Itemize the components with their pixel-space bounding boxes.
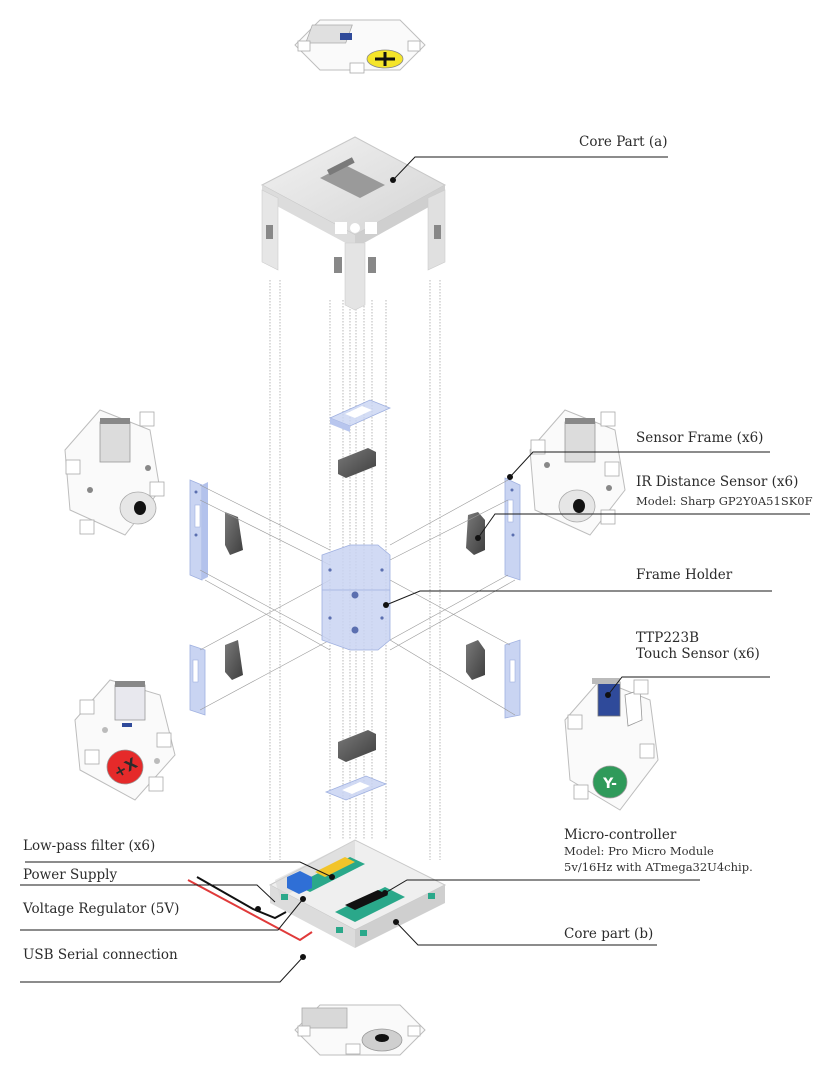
core-part-b bbox=[268, 839, 447, 948]
core-part-a bbox=[260, 136, 447, 311]
orientation-view-right-upper bbox=[529, 409, 626, 536]
callout-voltage-regulator: Voltage Regulator (5V) bbox=[23, 901, 180, 917]
callout-usb-serial: USB Serial connection bbox=[23, 947, 178, 963]
leader-lines bbox=[20, 156, 810, 983]
callout-core-part-a: Core Part (a) bbox=[579, 134, 668, 150]
sensor-frame-left-upper bbox=[189, 479, 208, 581]
leader-dots bbox=[255, 177, 611, 960]
callout-core-part-b: Core part (b) bbox=[564, 926, 654, 942]
usb-wire-red bbox=[187, 879, 313, 942]
voltage-regulator-component bbox=[287, 871, 312, 894]
sensor-frame-right-upper bbox=[504, 477, 521, 581]
ir-sensor-bottom bbox=[338, 730, 376, 762]
callout-frame-holder: Frame Holder bbox=[636, 567, 733, 583]
frame-holder bbox=[321, 544, 391, 651]
connector-ports bbox=[281, 893, 435, 936]
ir-sensor-left-lower bbox=[225, 640, 243, 680]
low-pass-filter-component bbox=[315, 857, 355, 877]
diagonal-projection-lines bbox=[199, 479, 516, 716]
callout-power-supply: Power Supply bbox=[23, 867, 118, 883]
micro-controller-component bbox=[345, 890, 388, 910]
callout-low-pass-filter: Low-pass filter (x6) bbox=[23, 838, 156, 854]
orientation-view-top bbox=[294, 19, 426, 74]
ir-sensor-top bbox=[338, 448, 376, 478]
ir-sensor-left-upper bbox=[225, 512, 243, 555]
orientation-view-left-lower: +X bbox=[74, 679, 176, 801]
ir-sensor-right-upper bbox=[466, 512, 485, 555]
ir-sensor-right-lower bbox=[466, 640, 485, 680]
sensor-frame-bottom bbox=[324, 775, 388, 801]
callout-ir-sensor-model: Model: Sharp GP2Y0A51SK0F bbox=[636, 494, 813, 508]
callout-touch-sensor: Touch Sensor (x6) bbox=[636, 646, 760, 662]
callout-micro-controller: Micro-controller bbox=[564, 827, 677, 843]
sensor-frame-left-lower bbox=[189, 644, 206, 716]
callout-micro-controller-model: Model: Pro Micro Module bbox=[564, 844, 714, 858]
x-plus-badge-icon bbox=[106, 749, 144, 785]
callout-touch-sensor-model: TTP223B bbox=[636, 630, 700, 646]
y-minus-badge-icon bbox=[592, 765, 628, 799]
sensor-frame-top bbox=[328, 399, 392, 432]
power-wire-black bbox=[196, 876, 287, 920]
callout-sensor-frame: Sensor Frame (x6) bbox=[636, 430, 764, 446]
orientation-view-left-upper bbox=[64, 409, 165, 536]
sensor-frame-right-lower bbox=[504, 639, 521, 719]
callout-micro-controller-spec: 5v/16Hz with ATmega32U4chip. bbox=[564, 860, 753, 874]
orientation-view-bottom bbox=[294, 1004, 426, 1056]
orientation-view-right-lower: Y- bbox=[564, 678, 659, 811]
callout-ir-sensor: IR Distance Sensor (x6) bbox=[636, 474, 799, 490]
badge-label: Y- bbox=[602, 776, 617, 792]
